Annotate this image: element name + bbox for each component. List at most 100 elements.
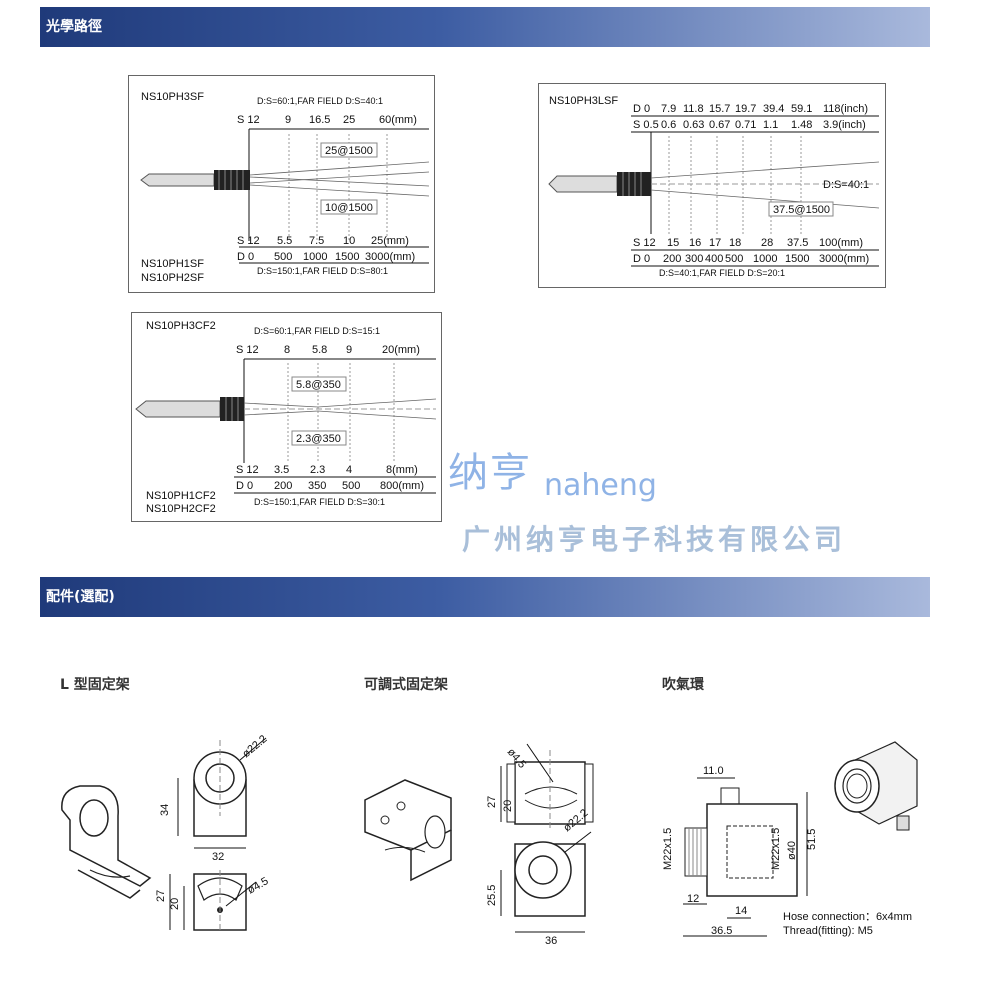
tick-label: 1.1 bbox=[763, 119, 778, 131]
tick-label: 7.5 bbox=[309, 235, 324, 247]
watermark-logo-cn: 纳亨 bbox=[448, 450, 532, 496]
tick-label: S 12 bbox=[633, 237, 656, 249]
model-label: NS10PH1CF2 bbox=[146, 490, 216, 502]
watermark-company: 广州纳亨电子科技有限公司 bbox=[462, 523, 847, 556]
tick-label: 1500 bbox=[335, 251, 359, 263]
optical-panel-ns10ph3sf: NS10PH3SF D:S=60:1,FAR FIELD D:S=40:1 S … bbox=[128, 75, 435, 293]
spot-size-label: 2.3@350 bbox=[296, 433, 341, 445]
tick-label: 25 bbox=[343, 114, 355, 126]
dimension-label: ø4.5 bbox=[246, 875, 271, 896]
tick-label: 200 bbox=[274, 480, 292, 492]
spot-size-label: 37.5@1500 bbox=[773, 204, 830, 216]
accessory-title-l-bracket: L 型固定架 bbox=[60, 677, 130, 693]
l-bracket-drawing: ø22.2 34 32 27 20 ø4.5 bbox=[61, 733, 271, 932]
section-title: 配件(選配) bbox=[46, 589, 115, 605]
model-label: NS10PH3CF2 bbox=[146, 320, 216, 332]
optical-panel-ns10ph3cf2: NS10PH3CF2 D:S=60:1,FAR FIELD D:S=15:1 S… bbox=[131, 312, 442, 522]
adjustable-bracket-drawing: ø4.5 27 20 ø22.2 25.5 36 bbox=[364, 743, 594, 947]
tick-label: 7.9 bbox=[661, 103, 676, 115]
ratio-label: D:S=60:1,FAR FIELD D:S=40:1 bbox=[257, 96, 383, 106]
tick-label: 200 bbox=[663, 253, 681, 265]
spot-size-label: 10@1500 bbox=[325, 202, 373, 214]
tick-label: 0.71 bbox=[735, 119, 756, 131]
dimension-label: 27 bbox=[486, 796, 498, 808]
tick-label: 3.9(inch) bbox=[823, 119, 866, 131]
tick-label: 37.5 bbox=[787, 237, 808, 249]
tick-label: 0.67 bbox=[709, 119, 730, 131]
tick-label: 800(mm) bbox=[380, 480, 424, 492]
tick-label: 20(mm) bbox=[382, 344, 420, 356]
tick-label: S 12 bbox=[236, 344, 259, 356]
tick-label: 5.8 bbox=[312, 344, 327, 356]
dimension-label: 14 bbox=[735, 905, 747, 917]
dimension-label: ø40 bbox=[786, 841, 798, 860]
dimension-label: 36.5 bbox=[711, 925, 732, 937]
ratio-label: D:S=40:1,FAR FIELD D:S=20:1 bbox=[659, 268, 785, 278]
tick-label: 15.7 bbox=[709, 103, 730, 115]
dimension-label: 51.5 bbox=[806, 829, 818, 850]
tick-label: 16.5 bbox=[309, 114, 330, 126]
tick-label: 60(mm) bbox=[379, 114, 417, 126]
dimension-label: M22x1.5 bbox=[770, 828, 782, 870]
air-purge-drawing: 11.0 M22x1.5 M22x1.5 ø40 51.5 12 14 36.5… bbox=[662, 741, 918, 937]
dimension-label: 25.5 bbox=[486, 885, 498, 906]
tick-label: 10 bbox=[343, 235, 355, 247]
section-header-accessories: 配件(選配) bbox=[40, 577, 930, 617]
model-label: NS10PH3SF bbox=[141, 91, 204, 103]
dimension-label: 20 bbox=[169, 898, 181, 910]
section-title: 光學路徑 bbox=[46, 19, 102, 35]
optical-diagram: NS10PH3LSF D 0 7.9 11.8 15.7 19.7 39.4 5… bbox=[548, 95, 880, 278]
spot-size-label: 25@1500 bbox=[325, 145, 373, 157]
tick-label: 118(inch) bbox=[823, 103, 868, 115]
dimension-label: 11.0 bbox=[703, 765, 724, 777]
watermark-logo-en: naheng bbox=[544, 468, 657, 503]
tick-label: 17 bbox=[709, 237, 721, 249]
dimension-label: 36 bbox=[545, 935, 557, 947]
model-label: NS10PH3LSF bbox=[549, 95, 618, 107]
tick-label: 3000(mm) bbox=[819, 253, 869, 265]
tick-label: 5.5 bbox=[277, 235, 292, 247]
tick-label: 1500 bbox=[785, 253, 809, 265]
dimension-label: 20 bbox=[502, 800, 514, 812]
dimension-label: 12 bbox=[687, 893, 699, 905]
tick-label: 3.5 bbox=[274, 464, 289, 476]
tick-label: D 0 bbox=[633, 103, 650, 115]
tick-label: 8 bbox=[284, 344, 290, 356]
tick-label: S 12 bbox=[237, 114, 260, 126]
tick-label: 1.48 bbox=[791, 119, 812, 131]
ratio-label: D:S=150:1,FAR FIELD D:S=80:1 bbox=[257, 266, 388, 276]
tick-label: 3000(mm) bbox=[365, 251, 415, 263]
tick-label: 0.63 bbox=[683, 119, 704, 131]
tick-label: 0.6 bbox=[661, 119, 676, 131]
ratio-label: D:S=40:1 bbox=[823, 179, 869, 191]
tick-label: S 0.5 bbox=[633, 119, 659, 131]
tick-label: 300 bbox=[685, 253, 703, 265]
tick-label: 400 bbox=[705, 253, 723, 265]
tick-label: 1000 bbox=[753, 253, 777, 265]
optical-diagram: NS10PH3CF2 D:S=60:1,FAR FIELD D:S=15:1 S… bbox=[135, 320, 437, 515]
accessory-title-adjustable-bracket: 可調式固定架 bbox=[364, 677, 448, 693]
model-label: NS10PH2CF2 bbox=[146, 503, 216, 515]
spot-size-label: 5.8@350 bbox=[296, 379, 341, 391]
hose-connection-note: Hose connection：6x4mm bbox=[783, 911, 912, 923]
tick-label: 18 bbox=[729, 237, 741, 249]
model-label: NS10PH1SF bbox=[141, 258, 204, 270]
dimension-label: 27 bbox=[155, 890, 167, 902]
tick-label: 2.3 bbox=[310, 464, 325, 476]
tick-label: 4 bbox=[346, 464, 352, 476]
tick-label: D 0 bbox=[236, 480, 253, 492]
tick-label: 500 bbox=[274, 251, 292, 263]
tick-label: D 0 bbox=[237, 251, 254, 263]
tick-label: 9 bbox=[346, 344, 352, 356]
section-header-optical: 光學路徑 bbox=[40, 7, 930, 47]
tick-label: 500 bbox=[342, 480, 360, 492]
tick-label: 8(mm) bbox=[386, 464, 418, 476]
tick-label: 59.1 bbox=[791, 103, 812, 115]
tick-label: 15 bbox=[667, 237, 679, 249]
optical-panel-ns10ph3lsf: NS10PH3LSF D 0 7.9 11.8 15.7 19.7 39.4 5… bbox=[538, 83, 886, 288]
tick-label: 1000 bbox=[303, 251, 327, 263]
tick-label: 28 bbox=[761, 237, 773, 249]
optical-diagram: NS10PH3SF D:S=60:1,FAR FIELD D:S=40:1 S … bbox=[140, 91, 430, 284]
tick-label: 350 bbox=[308, 480, 326, 492]
tick-label: 19.7 bbox=[735, 103, 756, 115]
